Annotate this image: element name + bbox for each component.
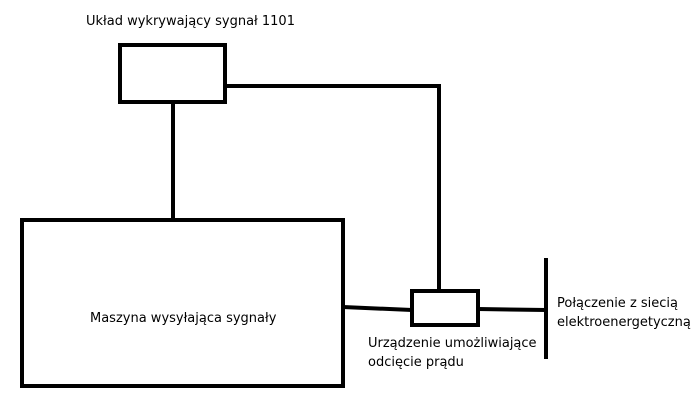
detector-cutoff-connector [225, 84, 441, 291]
cutoff-device-box [410, 289, 480, 327]
grid-connection-label-line-1: Połączenie z siecią [557, 296, 679, 311]
machine-label: Maszyna wysyłająca sygnały [90, 311, 277, 326]
cutoff-device-label: Urządzenie umożliwiające odcięcie prądu [368, 334, 537, 372]
machine-cutoff-connector [342, 305, 413, 312]
cutoff-device-label-line-2: odcięcie prądu [368, 355, 464, 370]
detector-label: Układ wykrywający sygnał 1101 [86, 14, 295, 29]
cutoff-device-label-line-1: Urządzenie umożliwiające [368, 336, 537, 351]
detector-box [118, 43, 227, 104]
grid-connection-label: Połączenie z siecią elektroenergetyczną [557, 294, 691, 332]
grid-connection-label-line-2: elektroenergetyczną [557, 315, 691, 330]
cutoff-grid-connector [477, 307, 547, 312]
machine-box [20, 218, 345, 388]
